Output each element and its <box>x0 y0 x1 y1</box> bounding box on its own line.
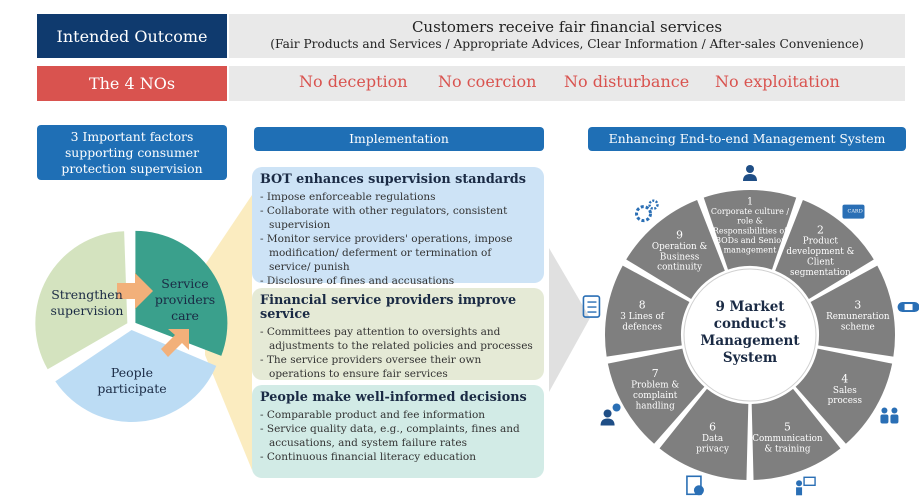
connector-fan <box>205 195 252 470</box>
list-item: Disclosure of fines and accusations <box>260 274 536 288</box>
gears-icon <box>635 199 659 223</box>
card-icon: CARD <box>842 204 865 219</box>
list-item: Impose enforceable regulations <box>260 190 536 204</box>
wheel-segment-4 <box>795 348 893 444</box>
wheel-center <box>683 268 817 402</box>
wheel-segment-9 <box>626 199 725 300</box>
list-item: Continuous financial literacy education <box>260 450 536 464</box>
document-lock-icon <box>686 475 704 496</box>
presenter-icon <box>796 476 816 496</box>
wheel-segment-2 <box>775 199 874 300</box>
box-providers: Financial service providers improve serv… <box>252 288 544 380</box>
list-item: Service quality data, e.g., complaints, … <box>260 422 536 450</box>
list-item: Comparable product and fee information <box>260 408 536 422</box>
enhancing-header: Enhancing End-to-end Management System <box>588 127 906 151</box>
wheel-segment-3 <box>810 265 895 357</box>
wheel-segment-6 <box>659 388 749 480</box>
four-nos-panel: No deception No coercion No disturbance … <box>229 66 905 101</box>
box-people: People make well-informed decisions Comp… <box>252 385 544 478</box>
no-disturbance: No disturbance <box>564 72 690 91</box>
implementation-header: Implementation <box>254 127 544 151</box>
checklist-icon <box>582 295 601 318</box>
flow-arrow <box>549 248 590 392</box>
pie-slice-strengthen <box>55 329 217 422</box>
box-bot-supervision: BOT enhances supervision standards Impos… <box>252 167 544 287</box>
svg-text:CARD: CARD <box>847 209 862 215</box>
list-item: Committees pay attention to oversights a… <box>260 325 536 353</box>
people-icon <box>880 407 899 424</box>
handshake-icon <box>897 302 919 313</box>
intended-outcome-subtitle: (Fair Products and Services / Appropriat… <box>270 37 864 51</box>
wheel-segment-8 <box>605 265 690 357</box>
box-bot-title: BOT enhances supervision standards <box>260 172 526 187</box>
list-item: Monitor service providers' operations, i… <box>260 232 536 274</box>
pie-arrow-up <box>161 329 189 357</box>
no-coercion: No coercion <box>438 72 537 91</box>
no-deception: No deception <box>299 72 408 91</box>
wheel-segment-1 <box>703 190 797 270</box>
factors-header: 3 Important factors supporting consumer … <box>37 125 227 180</box>
pie-arrow-right <box>117 273 153 309</box>
list-item: Collaborate with other regulators, consi… <box>260 204 536 232</box>
wheel-segment-5 <box>751 388 841 480</box>
four-nos-label: The 4 NOs <box>37 66 227 101</box>
pie-slice-people <box>135 230 228 356</box>
no-exploitation: No exploitation <box>715 72 840 91</box>
intended-outcome-panel: Customers receive fair financial service… <box>229 14 905 58</box>
list-item: The service providers oversee their own … <box>260 353 536 381</box>
person-icon <box>743 165 757 181</box>
box-people-title: People make well-informed decisions <box>260 390 527 405</box>
pie-slice-providers <box>35 231 128 370</box>
intended-outcome-label: Intended Outcome <box>37 14 227 58</box>
intended-outcome-title: Customers receive fair financial service… <box>411 18 723 36</box>
alert-person-icon <box>600 403 621 426</box>
box-providers-title: Financial service providers improve serv… <box>260 293 517 322</box>
wheel-segment-7 <box>607 348 705 444</box>
